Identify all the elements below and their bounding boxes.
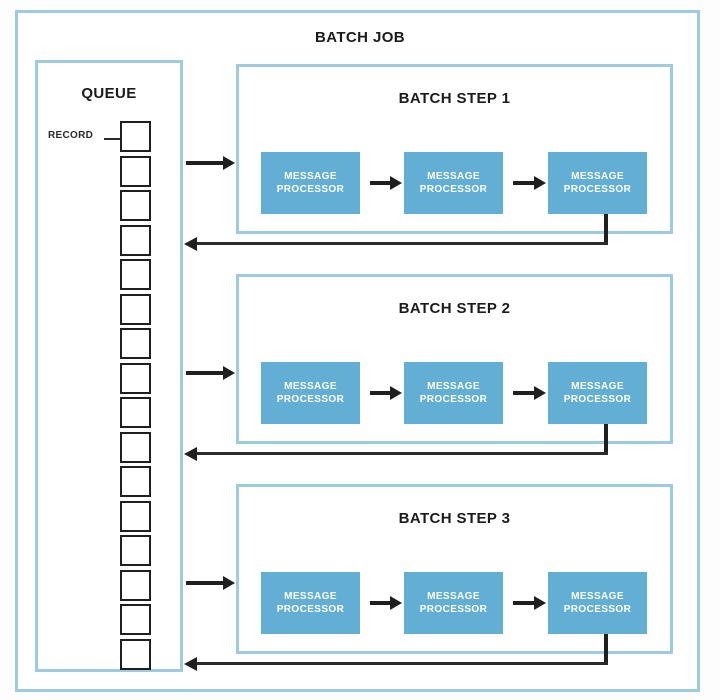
step-return-horizontal-3: [184, 656, 608, 671]
message-processor-label-line2: PROCESSOR: [276, 184, 345, 195]
message-processor-label-line2: PROCESSOR: [276, 604, 345, 615]
message-processor-label-line1: MESSAGE: [427, 171, 480, 182]
queue-record-box[interactable]: [120, 569, 151, 601]
message-processor-label-line1: MESSAGE: [284, 171, 337, 182]
message-processor[interactable]: MESSAGE PROCESSOR: [548, 362, 647, 424]
queue-record-box[interactable]: [120, 500, 151, 532]
message-processor[interactable]: MESSAGE PROCESSOR: [404, 572, 503, 634]
message-processor-label-line1: MESSAGE: [427, 591, 480, 602]
message-processor-label-line1: MESSAGE: [571, 171, 624, 182]
queue-record-box[interactable]: [120, 293, 151, 325]
step-return-horizontal-2: [184, 446, 608, 461]
queue-to-step-arrow-1: [186, 156, 235, 170]
record-leader-line: [104, 138, 122, 140]
processor-chain-arrow: [370, 596, 402, 610]
queue-to-step-arrow-2: [186, 366, 235, 380]
processor-chain-arrow: [513, 386, 546, 400]
message-processor[interactable]: MESSAGE PROCESSOR: [261, 152, 360, 214]
batch-job-title: BATCH JOB: [315, 29, 405, 46]
message-processor-label-line2: PROCESSOR: [563, 394, 632, 405]
message-processor[interactable]: MESSAGE PROCESSOR: [261, 362, 360, 424]
record-label: RECORD: [48, 130, 94, 141]
queue-record-box[interactable]: [120, 121, 151, 152]
step-return-horizontal-1: [184, 236, 608, 251]
queue-record-box[interactable]: [120, 604, 151, 635]
message-processor-label-line1: MESSAGE: [571, 591, 624, 602]
message-processor-label-line2: PROCESSOR: [419, 184, 488, 195]
queue-record-box[interactable]: [120, 328, 151, 359]
message-processor-label-line1: MESSAGE: [284, 381, 337, 392]
queue-record-box[interactable]: [120, 155, 151, 187]
message-processor-label-line1: MESSAGE: [571, 381, 624, 392]
processor-chain-arrow: [370, 386, 402, 400]
step-return-vertical-1: [604, 214, 608, 242]
queue-record-box[interactable]: [120, 224, 151, 256]
message-processor[interactable]: MESSAGE PROCESSOR: [404, 152, 503, 214]
step-return-vertical-3: [604, 634, 608, 662]
message-processor-label-line2: PROCESSOR: [563, 184, 632, 195]
batch-step-1-title: BATCH STEP 1: [398, 90, 511, 107]
message-processor-label-line1: MESSAGE: [427, 381, 480, 392]
message-processor-label-line2: PROCESSOR: [276, 394, 345, 405]
message-processor[interactable]: MESSAGE PROCESSOR: [261, 572, 360, 634]
message-processor-label-line2: PROCESSOR: [563, 604, 632, 615]
batch-step-2-title: BATCH STEP 2: [398, 300, 511, 317]
processor-chain-arrow: [370, 176, 402, 190]
queue-record-box[interactable]: [120, 535, 151, 566]
queue-record-box[interactable]: [120, 397, 151, 428]
queue-record-box[interactable]: [120, 466, 151, 497]
message-processor[interactable]: MESSAGE PROCESSOR: [548, 152, 647, 214]
message-processor[interactable]: MESSAGE PROCESSOR: [548, 572, 647, 634]
batch-step-3-title: BATCH STEP 3: [398, 510, 511, 527]
message-processor-label-line2: PROCESSOR: [419, 604, 488, 615]
queue-frame: [35, 60, 183, 672]
queue-record-box[interactable]: [120, 259, 151, 290]
processor-chain-arrow: [513, 176, 546, 190]
queue-record-box[interactable]: [120, 190, 151, 221]
queue-record-box[interactable]: [120, 638, 151, 670]
queue-to-step-arrow-3: [186, 576, 235, 590]
processor-chain-arrow: [513, 596, 546, 610]
message-processor-label-line1: MESSAGE: [284, 591, 337, 602]
step-return-vertical-2: [604, 424, 608, 452]
queue-title: QUEUE: [81, 85, 137, 102]
message-processor[interactable]: MESSAGE PROCESSOR: [404, 362, 503, 424]
queue-record-box[interactable]: [120, 431, 151, 463]
queue-record-box[interactable]: [120, 362, 151, 394]
message-processor-label-line2: PROCESSOR: [419, 394, 488, 405]
